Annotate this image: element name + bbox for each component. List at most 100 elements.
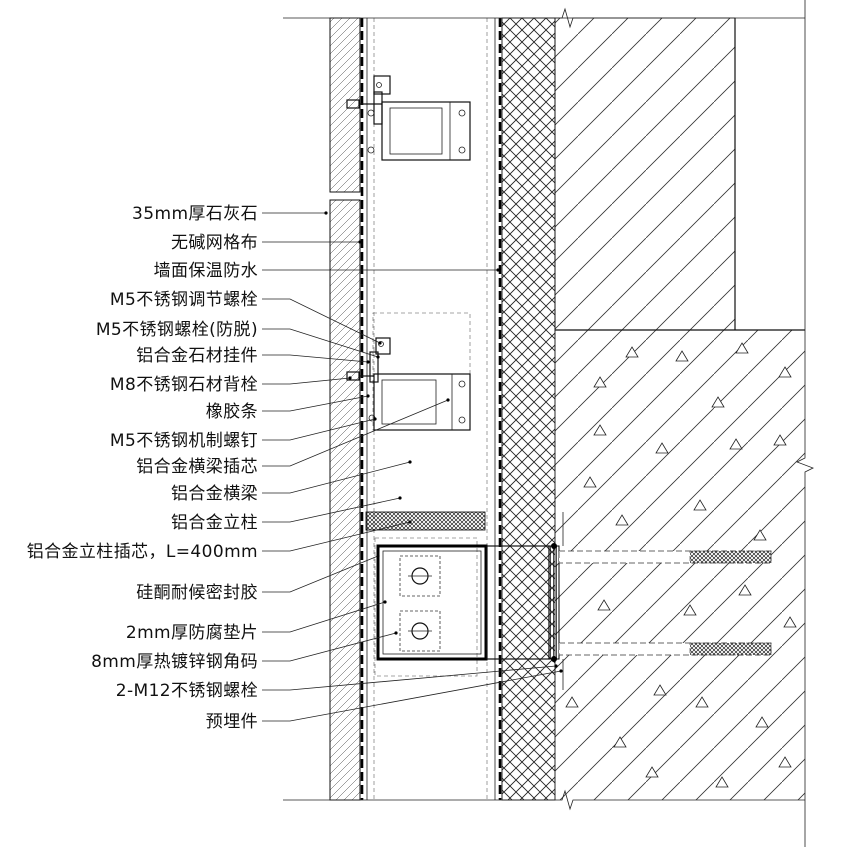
leader-tip-17	[559, 669, 563, 673]
leader-tip-10	[408, 460, 412, 464]
screw-2	[458, 380, 466, 388]
label-column: 铝合金立柱	[171, 513, 258, 533]
leader-tip-13	[376, 554, 380, 558]
label-insulation: 墙面保温防水	[154, 261, 258, 281]
leader-tip-11	[398, 496, 402, 500]
aggregate-triangle-6	[655, 442, 669, 454]
transom-inner	[381, 379, 437, 425]
label-transom: 铝合金横梁	[171, 484, 258, 504]
limestone-panel-lower	[329, 199, 361, 801]
leader-tip-0	[324, 211, 328, 215]
middle-stone-hanger-detail	[346, 312, 471, 431]
aggregate-triangle-17	[613, 736, 627, 748]
leader-tip-6	[348, 376, 352, 380]
wall-insulation-waterproofing	[501, 17, 556, 801]
leader-tip-15	[394, 631, 398, 635]
leader-lines	[262, 211, 563, 722]
aggregate-triangle-16	[653, 684, 667, 696]
label-transom-insert: 铝合金横梁插芯	[136, 457, 258, 477]
masonry-wall	[554, 17, 736, 331]
leader-line-7	[262, 395, 369, 412]
aggregate-triangle-15	[783, 616, 797, 628]
anchor-bolt-upper-nut	[689, 550, 772, 564]
leader-line-3	[262, 298, 381, 344]
upper-stone-hanger-detail	[346, 75, 471, 161]
aggregate-triangle-24	[593, 424, 607, 436]
leader-line-15	[262, 632, 397, 662]
screw-3	[458, 416, 466, 424]
leader-tip-3	[378, 341, 382, 345]
right-boundary-line	[796, 0, 814, 847]
label-m12-bolts: 2-M12不锈钢螺栓	[116, 681, 258, 701]
concrete-aggregate-marks	[565, 342, 797, 788]
adjusting-bolt-head	[376, 82, 382, 88]
leader-tip-12	[408, 520, 412, 524]
label-embedded-part: 预埋件	[206, 712, 258, 732]
label-column-insert: 铝合金立柱插芯，L=400mm	[27, 542, 258, 562]
embedded-plate-weld-top	[551, 543, 557, 549]
aggregate-triangle-5	[711, 396, 725, 408]
aggregate-triangle-0	[625, 346, 639, 358]
screw-4	[458, 146, 466, 154]
steel-angle-bracket	[376, 544, 488, 661]
adjusting-bolt-head	[378, 341, 384, 347]
label-sealant: 硅酮耐候密封胶	[136, 583, 258, 603]
label-gasket: 2mm厚防腐垫片	[126, 623, 258, 643]
aggregate-triangle-2	[735, 342, 749, 354]
leader-tip-8	[373, 417, 377, 421]
callout-labels: 35mm厚石灰石 无碱网格布 墙面保温防水 M5不锈钢调节螺栓 M5不锈钢螺栓(…	[27, 204, 258, 732]
embedded-plate	[548, 545, 560, 660]
aggregate-triangle-8	[583, 476, 597, 488]
label-rubber-strip: 橡胶条	[206, 402, 258, 422]
transom-box	[373, 373, 471, 431]
leader-line-17	[262, 670, 562, 722]
leader-line-10	[262, 461, 411, 494]
aggregate-triangle-25	[683, 604, 697, 616]
bottom-boundary-line	[283, 789, 805, 811]
leader-line-4	[262, 328, 379, 358]
transom-box	[381, 101, 471, 161]
aggregate-triangle-20	[778, 756, 792, 768]
leader-tip-16	[554, 664, 558, 668]
aggregate-triangle-18	[695, 696, 709, 708]
limestone-panel-upper	[329, 17, 361, 193]
label-mesh: 无碱网格布	[171, 233, 258, 253]
label-stone-hanger: 铝合金石材挂件	[136, 346, 258, 366]
screw-3	[458, 109, 466, 117]
bolt-assembly-top	[399, 555, 441, 597]
leader-tip-14	[383, 600, 387, 604]
leader-tip-4	[376, 355, 380, 359]
screw-2	[367, 146, 375, 154]
aggregate-triangle-23	[715, 776, 729, 788]
top-boundary-line	[283, 7, 805, 29]
rubber-pad	[365, 511, 486, 531]
leader-line-9	[262, 399, 449, 467]
embedded-plate-weld-bottom	[551, 656, 557, 662]
leader-line-8	[262, 418, 376, 441]
leader-line-6	[262, 377, 351, 385]
anchor-bolt-lower-nut	[689, 642, 772, 656]
aggregate-triangle-19	[755, 716, 769, 728]
aggregate-triangle-7	[729, 438, 743, 450]
bolt-assembly-bottom	[399, 610, 441, 652]
aggregate-triangle-21	[565, 696, 579, 708]
label-limestone: 35mm厚石灰石	[132, 204, 258, 224]
leader-line-11	[262, 497, 401, 523]
transom-inner	[389, 107, 443, 155]
hanger-clip	[375, 337, 391, 355]
label-steel-angle: 8mm厚热镀锌钢角码	[91, 652, 258, 672]
aggregate-triangle-1	[675, 350, 689, 362]
label-back-anchor: M8不锈钢石材背栓	[110, 375, 258, 395]
aggregate-triangle-10	[693, 499, 707, 511]
aggregate-triangle-11	[615, 514, 629, 526]
leader-line-14	[262, 601, 386, 633]
screw-1	[367, 109, 375, 117]
leader-tip-5	[366, 360, 370, 364]
leader-line-13	[262, 555, 379, 593]
label-adjusting-bolt: M5不锈钢调节螺栓	[110, 290, 258, 310]
leader-tip-9	[446, 398, 450, 402]
leader-tip-1	[358, 240, 362, 244]
aggregate-triangle-9	[773, 434, 787, 446]
concrete-structure	[555, 330, 805, 800]
leader-tip-7	[366, 394, 370, 398]
